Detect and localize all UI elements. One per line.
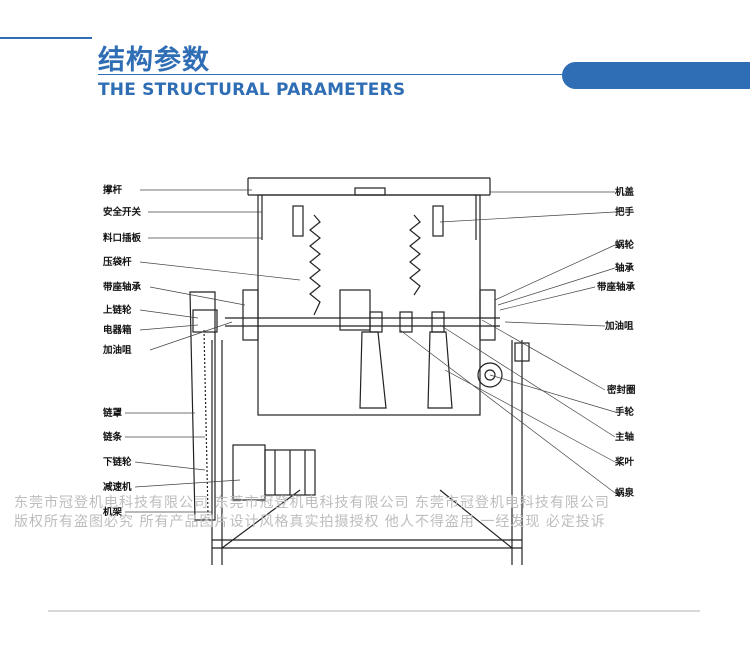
right-labels: 机盖 把手 蜗轮 轴承 带座轴承 加油咀 密封圈 手轮 主轴 桨叶 蜗泉 (597, 186, 636, 499)
machine-drawing (189, 177, 530, 565)
header-rule (98, 74, 568, 75)
left-labels: 撑杆 安全开关 料口插板 压袋杆 带座轴承 上链轮 电器箱 加油咀 链罩 链条 … (102, 184, 142, 518)
label-hand-wheel: 手轮 (615, 406, 635, 418)
label-paddle: 桨叶 (614, 456, 635, 468)
label-worm: 蜗泉 (615, 487, 635, 499)
label-pillow-bearing-left: 带座轴承 (103, 281, 142, 293)
label-electrical-box: 电器箱 (103, 324, 132, 336)
label-frame: 机架 (103, 506, 123, 518)
label-bag-press-rod: 压袋杆 (103, 256, 132, 268)
label-bearing: 轴承 (615, 262, 635, 274)
label-cover: 机盖 (615, 186, 635, 198)
label-upper-sprocket: 上链轮 (103, 304, 132, 316)
label-handle: 把手 (615, 206, 635, 218)
label-feed-gate: 料口插板 (103, 232, 142, 244)
label-safety-switch: 安全开关 (103, 206, 142, 218)
watermark-line-2: 版权所有盗图必究 所有产品图片设计风格真实拍摄授权 他人不得盗用 一经发现 必定… (14, 514, 606, 530)
label-chain: 链条 (103, 431, 123, 443)
label-reducer: 减速机 (103, 481, 132, 493)
label-strut: 撑杆 (103, 184, 123, 196)
header-left-line (0, 37, 92, 39)
label-worm-wheel: 蜗轮 (615, 239, 635, 251)
label-chain-guard: 链罩 (103, 407, 123, 419)
label-main-shaft: 主轴 (615, 431, 635, 443)
watermark-line-1: 东莞市冠登机电科技有限公司 东莞市冠登机电科技有限公司 东莞市冠登机电科技有限公… (14, 495, 610, 511)
section-title-cn: 结构参数 (98, 45, 210, 76)
section-title-en: THE STRUCTURAL PARAMETERS (98, 80, 406, 100)
footer-divider (48, 610, 700, 612)
label-oil-nozzle-left: 加油咀 (102, 344, 132, 356)
label-lower-sprocket: 下链轮 (103, 456, 132, 468)
label-seal-ring: 密封圈 (606, 384, 636, 396)
label-pillow-bearing-right: 带座轴承 (597, 281, 636, 293)
label-oil-nozzle-right: 加油咀 (604, 320, 634, 332)
header-pill-decoration (562, 62, 750, 89)
leader-lines (125, 189, 616, 513)
